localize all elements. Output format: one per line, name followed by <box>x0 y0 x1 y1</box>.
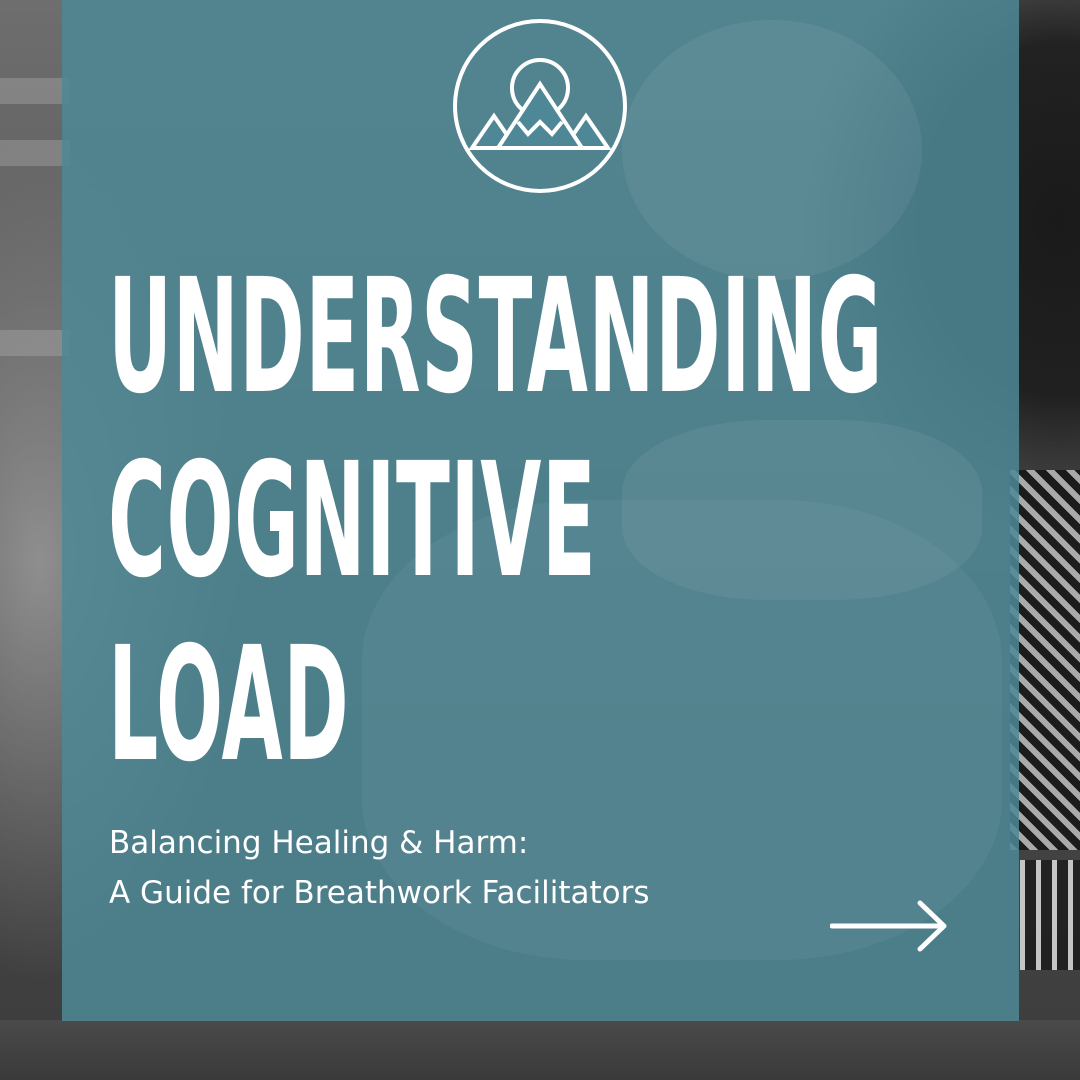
background-floor <box>0 1020 1080 1080</box>
background-shelf <box>0 330 70 356</box>
background-sweater-pattern <box>1020 860 1080 970</box>
arrow-right-icon[interactable] <box>830 898 950 954</box>
title-line: COGNITIVE <box>108 429 597 613</box>
subtitle: Balancing Healing & Harm: A Guide for Br… <box>109 818 650 918</box>
background-person-body <box>362 500 1002 960</box>
background-person-head <box>622 20 922 280</box>
title-line: UNDERSTANDING <box>108 245 883 429</box>
mountain-sun-logo-icon <box>453 19 627 193</box>
subtitle-line: Balancing Healing & Harm: <box>109 825 529 861</box>
subtitle-line: A Guide for Breathwork Facilitators <box>109 875 650 911</box>
background-shelf <box>0 78 70 104</box>
teal-overlay-panel <box>62 0 1019 1021</box>
background-shelf <box>0 140 70 166</box>
title-line: LOAD <box>108 613 350 797</box>
page-title: UNDERSTANDING COGNITIVE LOAD <box>108 245 883 797</box>
background-sweater-pattern <box>1010 470 1080 850</box>
background-person-hands <box>622 420 982 600</box>
